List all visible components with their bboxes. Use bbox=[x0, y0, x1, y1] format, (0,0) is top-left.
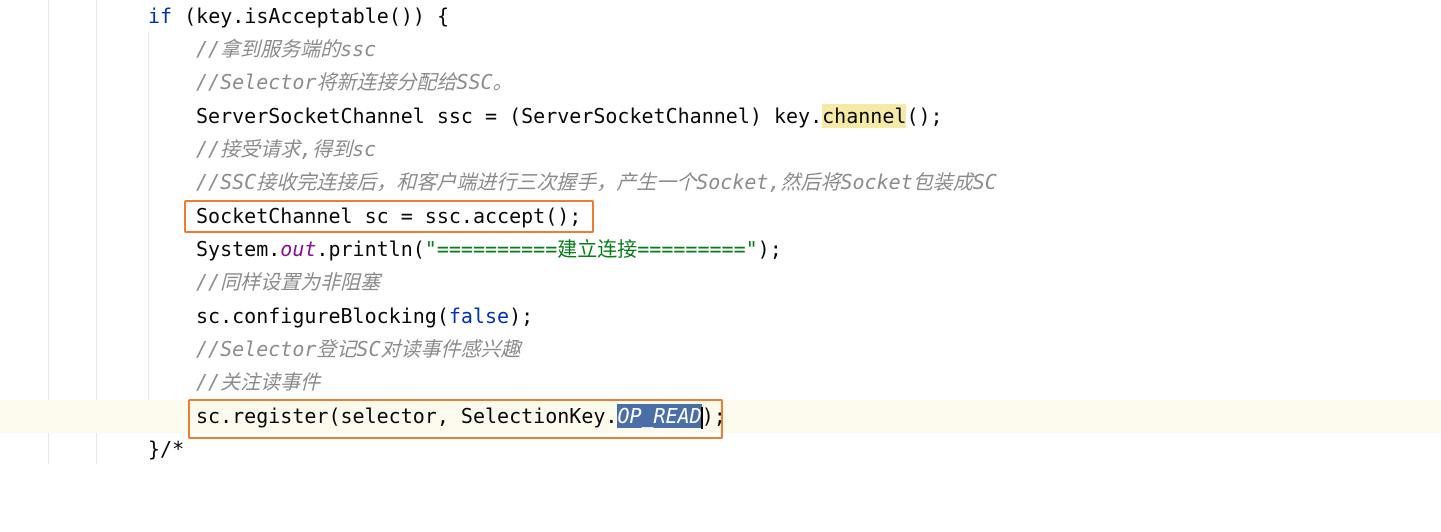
code-line-10[interactable]: sc.configureBlocking(false); bbox=[0, 300, 1441, 333]
code-text: sc.register(selector, SelectionKey. bbox=[196, 404, 618, 428]
code-comment: //Selector登记SC对读事件感兴趣 bbox=[196, 337, 521, 361]
code-line-8[interactable]: System.out.println("==========建立连接======… bbox=[0, 233, 1441, 266]
code-text: ServerSocketChannel ssc = (ServerSocketC… bbox=[196, 104, 823, 128]
code-line-7[interactable]: SocketChannel sc = ssc.accept(); bbox=[0, 200, 1441, 233]
code-text: }/* bbox=[148, 437, 185, 461]
indent-guide bbox=[96, 0, 97, 464]
code-line-11[interactable]: //Selector登记SC对读事件感兴趣 bbox=[0, 333, 1441, 366]
highlight-box-accept bbox=[184, 200, 594, 233]
code-text: ); bbox=[509, 304, 534, 328]
keyword-false: false bbox=[448, 304, 510, 328]
code-line-3[interactable]: //Selector将新连接分配给SSC。 bbox=[0, 66, 1441, 99]
code-line-14[interactable]: }/* bbox=[0, 433, 1441, 466]
text-caret bbox=[700, 406, 703, 429]
static-field: out bbox=[280, 237, 317, 261]
code-comment: //同样设置为非阻塞 bbox=[196, 270, 381, 294]
code-line-4[interactable]: ServerSocketChannel ssc = (ServerSocketC… bbox=[0, 100, 1441, 133]
code-line-6[interactable]: //SSC接收完连接后，和客户端进行三次握手，产生一个Socket,然后将Soc… bbox=[0, 166, 1441, 199]
code-line-5[interactable]: //接受请求,得到sc bbox=[0, 133, 1441, 166]
code-text: System. bbox=[196, 237, 281, 261]
code-comment: //SSC接收完连接后，和客户端进行三次握手，产生一个Socket,然后将Soc… bbox=[196, 170, 997, 194]
keyword-if: if bbox=[148, 4, 173, 28]
code-text: .println( bbox=[316, 237, 425, 261]
code-text: (key.isAcceptable()) { bbox=[172, 4, 450, 28]
code-line-12[interactable]: //关注读事件 bbox=[0, 366, 1441, 399]
code-line-13-current[interactable]: sc.register(selector, SelectionKey.OP_RE… bbox=[0, 400, 1441, 433]
code-text: ); bbox=[757, 237, 782, 261]
code-line-1[interactable]: if (key.isAcceptable()) { bbox=[0, 0, 1441, 33]
code-line-2[interactable]: //拿到服务端的ssc bbox=[0, 33, 1441, 66]
code-comment: //Selector将新连接分配给SSC。 bbox=[196, 70, 513, 94]
code-text: SocketChannel sc = ssc.accept(); bbox=[196, 204, 582, 228]
code-comment: //拿到服务端的ssc bbox=[196, 37, 377, 61]
indent-guide bbox=[148, 32, 149, 432]
selected-text[interactable]: OP_READ bbox=[617, 404, 702, 428]
code-comment: //关注读事件 bbox=[196, 370, 321, 394]
code-editor[interactable]: if (key.isAcceptable()) { //拿到服务端的ssc //… bbox=[0, 0, 1441, 464]
code-text: sc.configureBlocking( bbox=[196, 304, 449, 328]
string-literal: "==========建立连接=========" bbox=[424, 237, 758, 261]
indent-guide bbox=[48, 0, 49, 464]
usage-highlight: channel bbox=[822, 104, 907, 128]
code-text: (); bbox=[906, 104, 943, 128]
code-line-9[interactable]: //同样设置为非阻塞 bbox=[0, 266, 1441, 299]
code-comment: //接受请求,得到sc bbox=[196, 137, 377, 161]
highlight-box-register bbox=[188, 399, 723, 439]
